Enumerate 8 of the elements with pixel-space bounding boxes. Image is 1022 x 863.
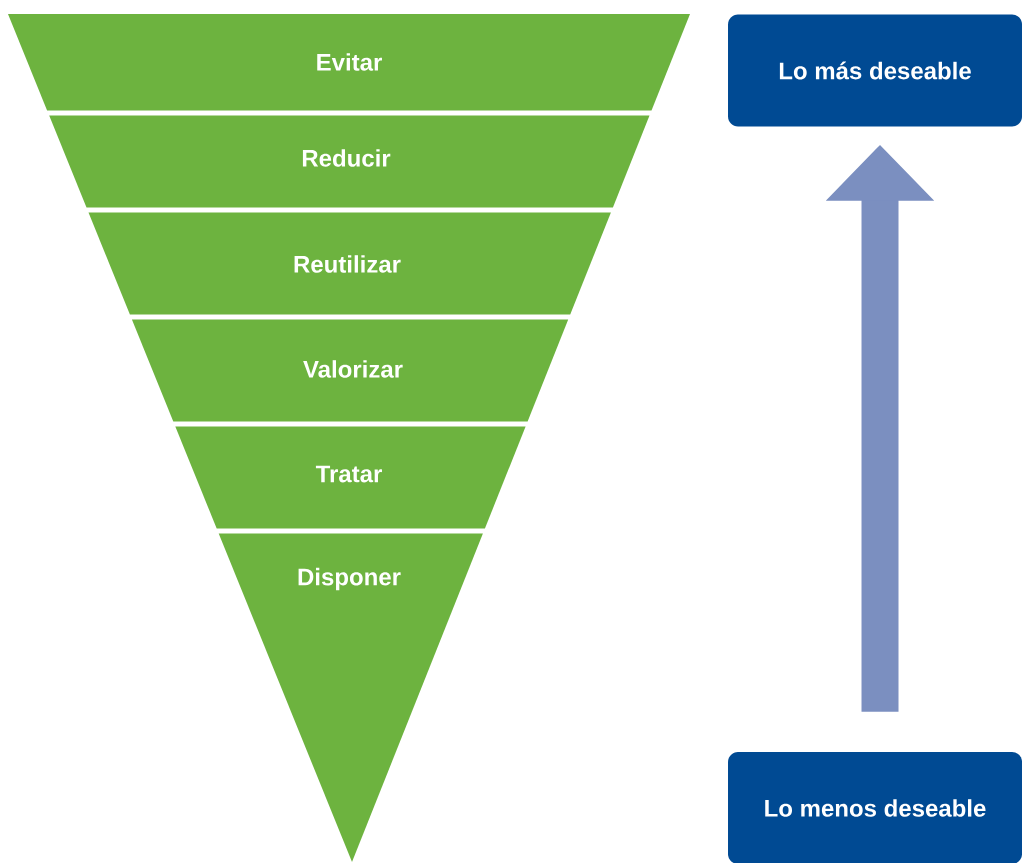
label-box: Lo menos deseable (728, 752, 1022, 863)
pyramid-band: Tratar (175, 426, 526, 529)
pyramid-band: Valorizar (131, 319, 569, 422)
pyramid-band: Disponer (218, 533, 483, 862)
pyramid-band: Reutilizar (88, 212, 611, 315)
pyramid-band: Reducir (49, 115, 650, 208)
label-box: Lo más deseable (728, 14, 1022, 127)
pyramid-band: Evitar (8, 14, 690, 111)
